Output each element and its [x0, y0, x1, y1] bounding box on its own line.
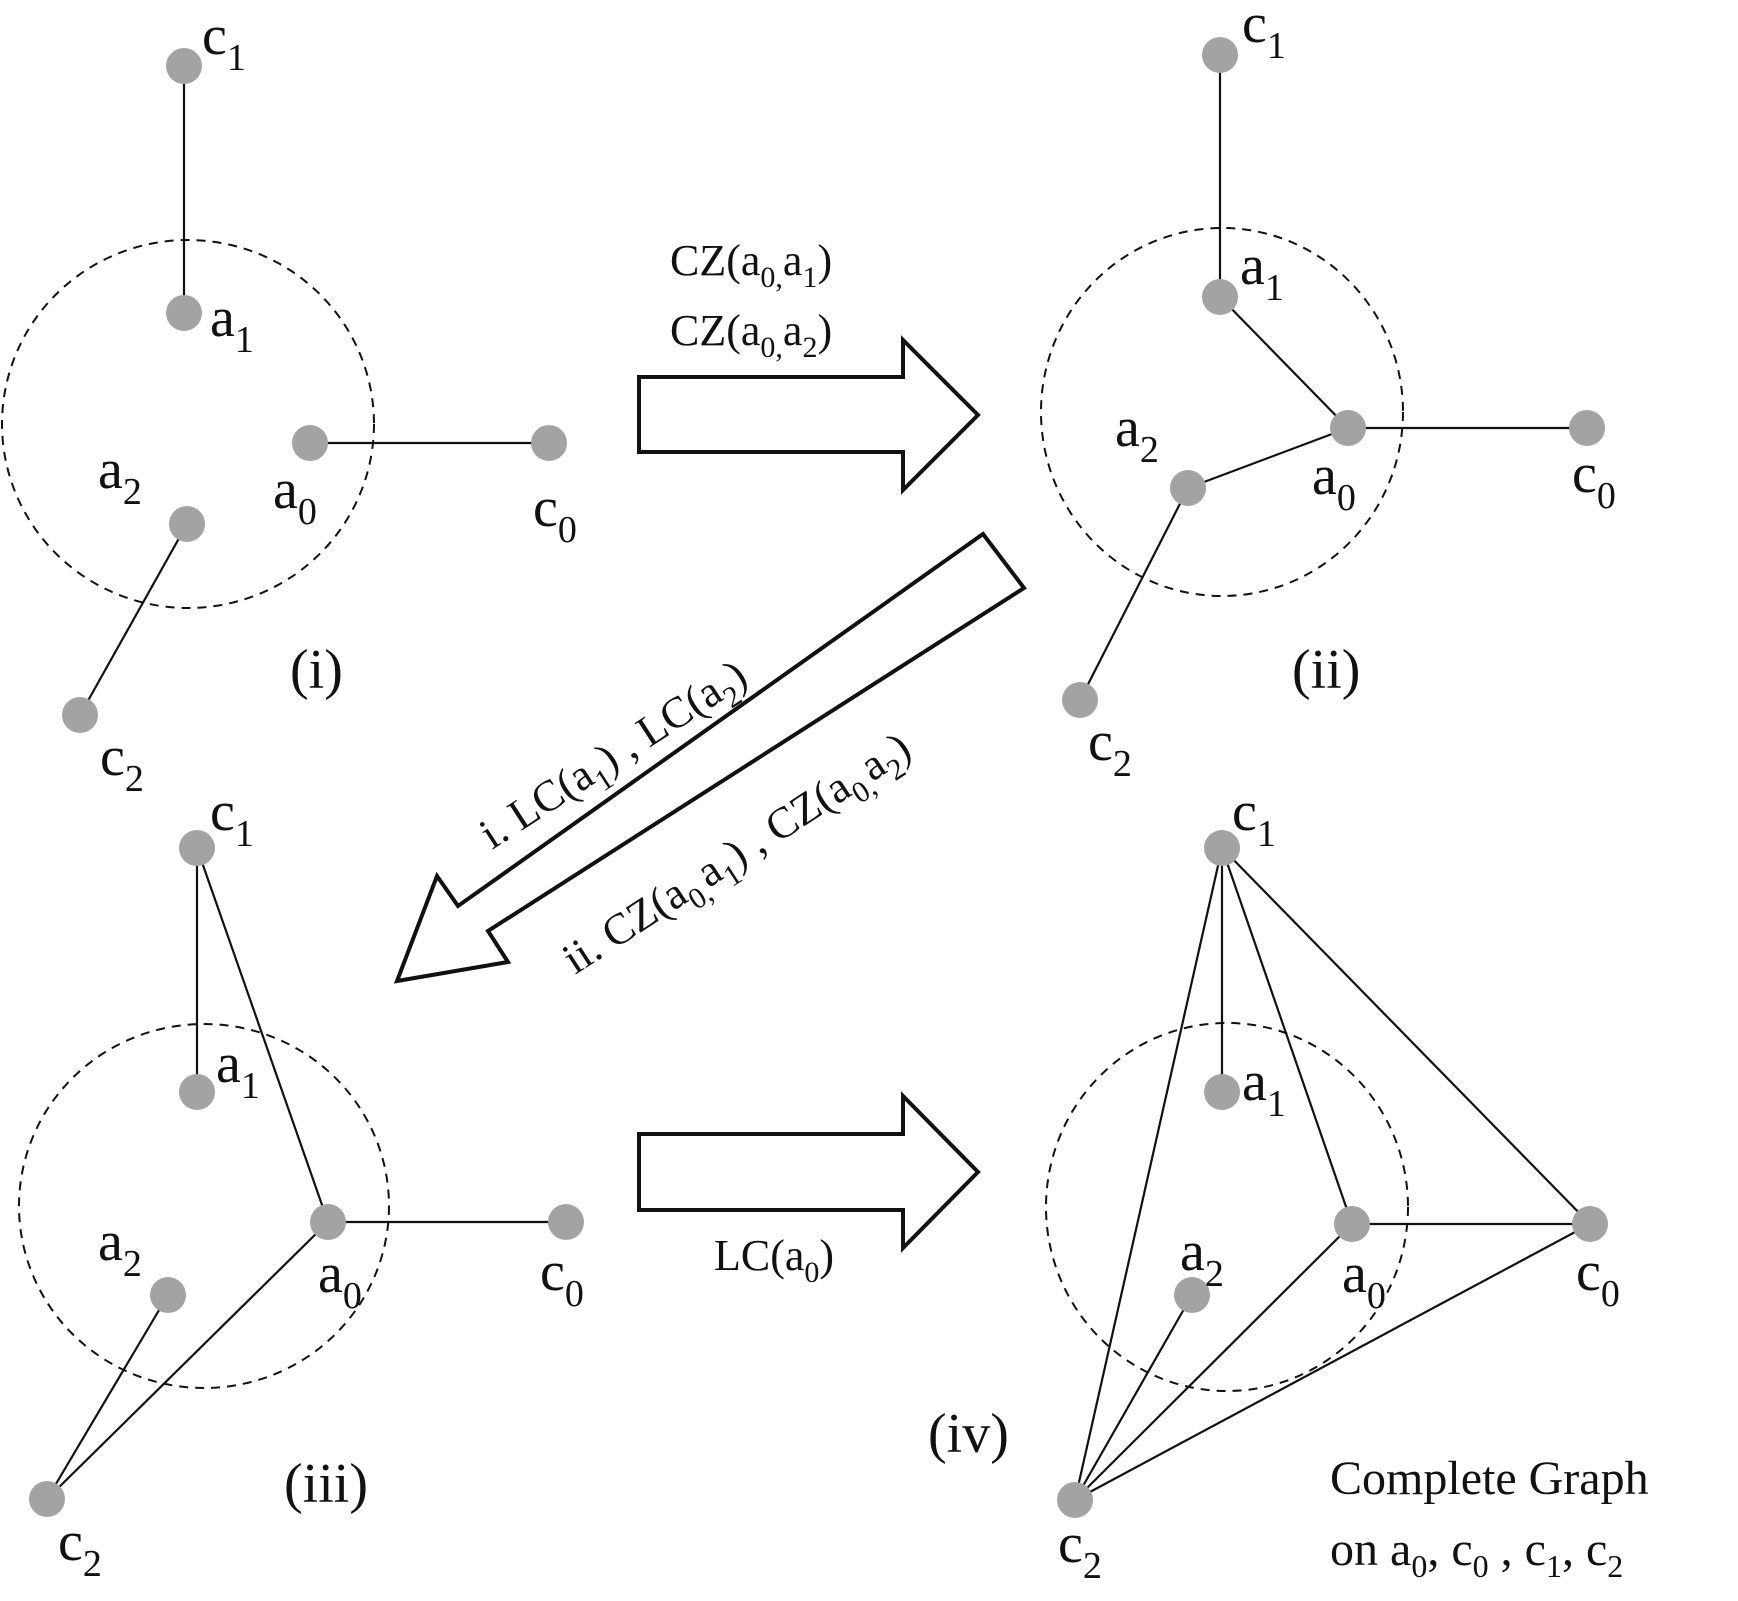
- node-c1-ii: [1202, 37, 1238, 73]
- node-a2-iv: [1174, 1277, 1210, 1313]
- label-c1-i: c1: [202, 5, 246, 79]
- node-a0-iv: [1334, 1206, 1370, 1242]
- node-a0-i: [292, 425, 328, 461]
- edge-c1-c2-iv: [1073, 847, 1224, 1501]
- node-a2-iii: [150, 1277, 186, 1313]
- label-c0-iv: c0: [1576, 1241, 1620, 1315]
- node-c1-iii: [179, 830, 215, 866]
- note-line1: Complete Graph: [1330, 1452, 1649, 1505]
- label-a1-i: a1: [210, 287, 254, 361]
- label-a0-ii: a0: [1312, 445, 1356, 519]
- node-a1-ii: [1202, 279, 1238, 315]
- label-a1-ii: a1: [1240, 235, 1284, 309]
- transition-ii-to-iii: i. LC(a1) , LC(a2) ii. CZ(a0,a1) , CZ(a0…: [393, 531, 1027, 984]
- op-cz-a0-a2: CZ(a0,a2): [670, 306, 832, 364]
- label-a2-iii: a2: [98, 1211, 142, 1285]
- label-a1-iii: a1: [216, 1033, 260, 1107]
- right-arrow-top: [637, 335, 981, 495]
- node-c2-iv: [1057, 1482, 1093, 1518]
- node-c2-ii: [1062, 682, 1098, 718]
- label-c0-i: c0: [533, 477, 577, 551]
- node-c1-i: [166, 48, 202, 84]
- label-c2-i: c2: [100, 726, 144, 800]
- node-c2-i: [62, 697, 98, 733]
- node-a2-i: [169, 506, 205, 542]
- panel-label-iv: (iv): [928, 1403, 1009, 1465]
- right-arrow-bottom: [637, 1091, 981, 1253]
- label-c2-iii: c2: [58, 1511, 102, 1585]
- label-c0-iii: c0: [540, 1241, 584, 1315]
- edge-c1-a0-iv: [1220, 847, 1354, 1225]
- panel-label-i: (i): [290, 639, 343, 701]
- panel-ii: c1 a1 a2 a0 c0 c2 (ii): [1040, 0, 1616, 785]
- label-a2-iv: a2: [1180, 1221, 1224, 1295]
- edge-c1-a0-iii: [195, 847, 330, 1223]
- panel-i: c1 a1 a2 a0 c0 c2 (i): [1, 5, 577, 800]
- panel-iv: c1 a1 a2 a0 c0 c2 (iv): [928, 781, 1620, 1587]
- panel-iii: c1 a1 a2 a0 c0 c2 (iii): [18, 781, 584, 1585]
- node-c0-i: [531, 425, 567, 461]
- label-c2-iv: c2: [1058, 1513, 1102, 1587]
- edge-c0-c2-iv: [1074, 1223, 1591, 1501]
- node-a1-iv: [1204, 1074, 1240, 1110]
- edge-a2-c2-ii: [1079, 487, 1189, 701]
- edge-a0-a2-ii: [1187, 426, 1349, 490]
- node-c0-iii: [548, 1204, 584, 1240]
- label-a2-ii: a2: [1115, 397, 1159, 471]
- ancilla-region-iii: [18, 1023, 390, 1389]
- edge-a0-c2-iii: [46, 1221, 329, 1500]
- op-lc-a0: LC(a0): [714, 1231, 834, 1289]
- node-c0-ii: [1569, 410, 1605, 446]
- label-c0-ii: c0: [1572, 443, 1616, 517]
- complete-graph-note: Complete Graph on a0, c0 , c1, c2: [1330, 1452, 1649, 1584]
- label-c1-iii: c1: [210, 781, 254, 855]
- transition-iii-to-iv: LC(a0): [637, 1091, 981, 1289]
- op-cz-a0-a1: CZ(a0,a1): [670, 236, 832, 294]
- label-c2-ii: c2: [1088, 711, 1132, 785]
- panel-label-iii: (iii): [284, 1453, 368, 1515]
- edge-a0-c2-iv: [1074, 1223, 1353, 1501]
- edge-a2-c2-i: [79, 523, 188, 716]
- node-a2-ii: [1170, 470, 1206, 506]
- label-a0-iii: a0: [318, 1243, 362, 1317]
- label-a0-iv: a0: [1342, 1243, 1386, 1317]
- panel-label-ii: (ii): [1292, 639, 1360, 701]
- edge-c1-c0-iv: [1221, 847, 1591, 1225]
- edge-a2-c2-iii: [46, 1294, 169, 1500]
- node-a1-i: [166, 295, 202, 331]
- ancilla-region-i: [1, 239, 375, 609]
- node-a1-iii: [179, 1074, 215, 1110]
- diagonal-arrow: [393, 531, 1027, 984]
- note-line2: on a0, c0 , c1, c2: [1330, 1523, 1623, 1584]
- edge-a1-a0-ii: [1219, 296, 1349, 429]
- label-a1-iv: a1: [1242, 1051, 1286, 1125]
- node-c0-iv: [1572, 1206, 1608, 1242]
- label-c1-iv: c1: [1232, 781, 1276, 855]
- label-c1-ii: c1: [1242, 0, 1286, 67]
- node-c1-iv: [1204, 830, 1240, 866]
- node-c2-iii: [29, 1481, 65, 1517]
- label-a0-i: a0: [273, 459, 317, 533]
- ancilla-region-iv: [1045, 1022, 1409, 1392]
- label-a2-i: a2: [98, 439, 142, 513]
- node-a0-iii: [310, 1204, 346, 1240]
- edge-a2-c2-iv: [1074, 1294, 1193, 1501]
- node-a0-ii: [1330, 410, 1366, 446]
- transition-i-to-ii: CZ(a0,a1) CZ(a0,a2): [637, 236, 981, 495]
- ancilla-region-ii: [1040, 227, 1404, 597]
